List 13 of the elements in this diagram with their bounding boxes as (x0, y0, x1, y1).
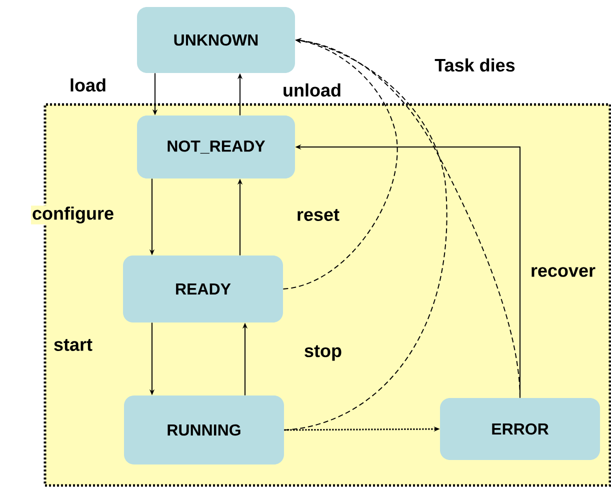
edge-label: configure (31, 206, 115, 224)
state-box: READY (123, 256, 283, 322)
edge-label: stop (303, 344, 343, 362)
state-box: NOT_READY (137, 116, 295, 178)
state-box: UNKNOWN (137, 7, 295, 73)
edge-label: reset (295, 208, 341, 222)
edge-label: unload (282, 82, 342, 98)
edge-label: start (52, 338, 94, 352)
note-label: Task dies (434, 57, 516, 73)
state-box: RUNNING (124, 396, 284, 464)
edge-label: load (68, 77, 108, 93)
edge-label: recover (529, 266, 597, 278)
state-box: ERROR (440, 398, 600, 460)
